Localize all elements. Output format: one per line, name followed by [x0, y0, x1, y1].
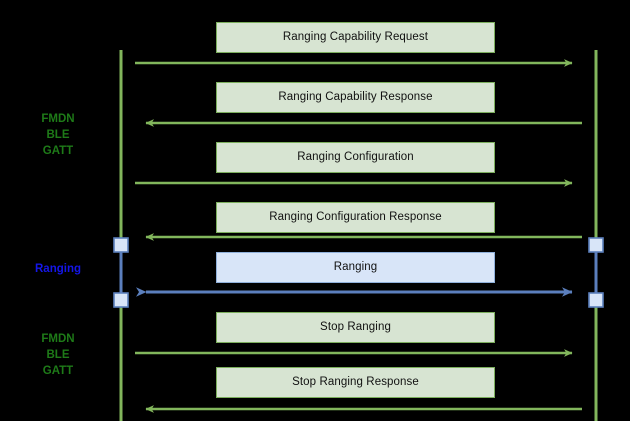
- activation-left-end: [113, 292, 129, 308]
- activation-markers-group: [113, 237, 604, 308]
- activation-right-end: [588, 292, 604, 308]
- phase-label-fmdn-ble-gatt-top: FMDN BLE GATT: [41, 113, 75, 157]
- message-box-ranging-configuration[interactable]: Ranging Configuration: [216, 142, 495, 173]
- message-box-stop-ranging-response[interactable]: Stop Ranging Response: [216, 367, 495, 398]
- activation-left-start: [113, 237, 129, 253]
- phase-label-fmdn-ble-gatt-bottom: FMDN BLE GATT: [41, 333, 75, 377]
- message-box-ranging[interactable]: Ranging: [216, 252, 495, 283]
- message-arrows-group: [135, 59, 582, 413]
- activation-spans-group: [119, 245, 598, 300]
- activation-right-start: [588, 237, 604, 253]
- lifelines-group: [119, 50, 598, 421]
- message-box-ranging-capability-request[interactable]: Ranging Capability Request: [216, 22, 495, 53]
- phase-label-ranging: Ranging: [35, 263, 81, 275]
- message-box-stop-ranging[interactable]: Stop Ranging: [216, 312, 495, 343]
- message-box-ranging-configuration-response[interactable]: Ranging Configuration Response: [216, 202, 495, 233]
- message-box-ranging-capability-response[interactable]: Ranging Capability Response: [216, 82, 495, 113]
